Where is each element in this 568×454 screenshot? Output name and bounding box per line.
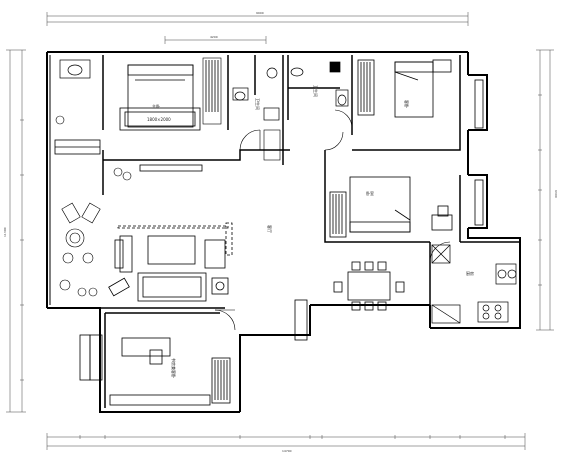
label-center-bedroom: 卧室 [366, 190, 374, 196]
label-master-bedroom: 主卧 [152, 103, 160, 109]
lounge-chairs [55, 115, 132, 297]
master-bed [119, 64, 201, 131]
dim-top-overall: 9900 [256, 11, 264, 15]
label-study: 书房兼客卧 [171, 358, 177, 378]
dim-left-overall: 11300 [3, 227, 7, 237]
label-guest-bath: 卫生间 [313, 85, 319, 97]
label-second-bedroom: 客卧 [404, 100, 410, 108]
label-kitchen: 厨房 [466, 270, 474, 276]
master-bath-fixtures [232, 67, 280, 121]
second-bed [394, 59, 452, 118]
kitchen-fixtures [431, 244, 517, 324]
bottom-dimension-lines [46, 433, 526, 450]
dim-top-mid: 4200 [210, 35, 218, 39]
label-living: 客厅 [267, 225, 273, 233]
center-bed [349, 176, 453, 233]
right-dimension-lines [536, 49, 554, 331]
interior-walls [100, 55, 520, 408]
wardrobe-center [329, 191, 347, 238]
left-dimension-lines [6, 49, 26, 413]
guest-bath-fixtures [290, 61, 349, 107]
label-master-bath: 卫生间 [255, 98, 261, 110]
windows [54, 79, 484, 381]
dim-right-overall: 6300 [554, 190, 558, 198]
living-furniture [108, 222, 233, 302]
dining-set [333, 261, 405, 311]
exterior-walls [46, 51, 521, 413]
label-bed-size: 1800×2000 [147, 117, 171, 122]
top-dimension-lines [46, 12, 469, 44]
wardrobe-second [357, 59, 375, 116]
wardrobe-master [202, 57, 222, 125]
vanity-top-left [59, 59, 91, 79]
study-furniture [109, 337, 231, 406]
dim-bottom-overall: 14700 [282, 449, 292, 453]
tv-console-master [139, 164, 203, 172]
doors [214, 109, 451, 331]
